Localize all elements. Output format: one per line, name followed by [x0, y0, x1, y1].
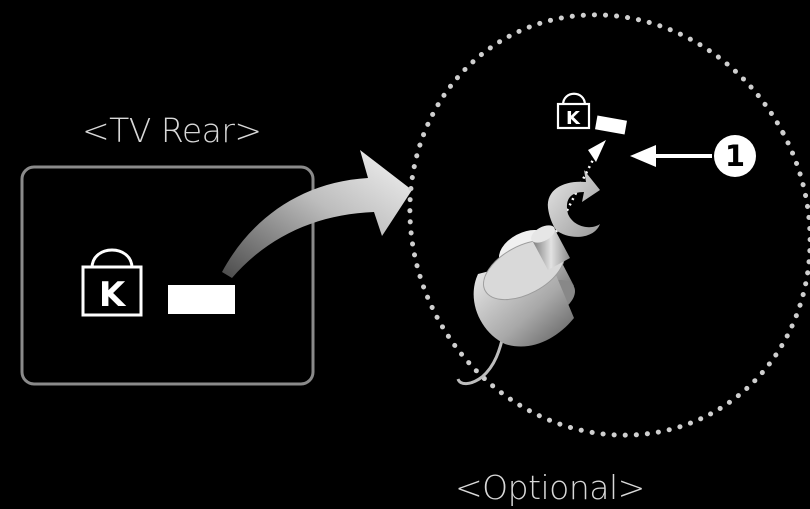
tv-rear-label: <TV Rear>	[82, 111, 262, 150]
security-lock-device	[473, 225, 575, 347]
lock-cable	[456, 331, 506, 386]
kensington-lock-small-icon: K	[556, 92, 591, 130]
security-slot-detail	[595, 115, 627, 135]
lock-letter: K	[99, 275, 127, 315]
curved-arrow-icon	[222, 150, 412, 278]
callout-arrow-icon	[630, 145, 712, 167]
kensington-lock-icon: K	[81, 248, 143, 317]
insertion-arrowhead	[588, 140, 606, 162]
rotate-arrow-icon	[547, 170, 600, 237]
lock-small-letter: K	[566, 108, 581, 129]
optional-label: <Optional>	[455, 468, 645, 507]
dotted-circle	[407, 12, 810, 438]
tv-rear-panel	[20, 165, 315, 386]
callout-number-badge: 1	[714, 135, 756, 177]
security-slot	[168, 285, 235, 314]
